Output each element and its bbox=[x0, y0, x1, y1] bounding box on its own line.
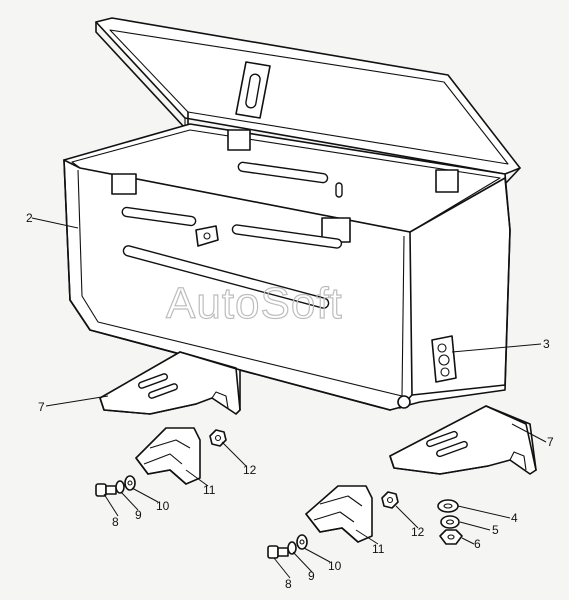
callout-9-left: 9 bbox=[135, 508, 142, 522]
bolt-set-left bbox=[95, 475, 136, 497]
side-latch bbox=[431, 335, 457, 383]
clamp-right bbox=[305, 485, 373, 543]
callout-3: 3 bbox=[543, 337, 550, 351]
washer-stack bbox=[437, 499, 463, 545]
battery-box bbox=[63, 17, 521, 411]
callout-7-left: 7 bbox=[38, 400, 45, 414]
lid-hasp bbox=[235, 61, 271, 119]
callout-labels: 2 3 7 7 12 11 8 9 10 12 11 8 9 10 4 5 6 bbox=[26, 211, 554, 591]
callout-12-left: 12 bbox=[243, 463, 257, 477]
clamp-left bbox=[135, 427, 201, 485]
box-lid bbox=[95, 17, 521, 185]
callout-8-right: 8 bbox=[285, 577, 292, 591]
callout-10-left: 10 bbox=[156, 499, 170, 513]
callout-7-right: 7 bbox=[547, 435, 554, 449]
leader-lines bbox=[31, 217, 547, 579]
callout-11-left: 11 bbox=[203, 483, 216, 497]
callout-4: 4 bbox=[511, 511, 518, 525]
callout-8-left: 8 bbox=[112, 515, 119, 529]
nut-right bbox=[381, 491, 399, 509]
callout-5: 5 bbox=[492, 523, 499, 537]
bolt-set-right bbox=[267, 534, 308, 559]
callout-2: 2 bbox=[26, 211, 33, 225]
support-bracket-left bbox=[99, 351, 241, 415]
watermark-text: AutoSoft bbox=[166, 279, 343, 328]
callout-9-right: 9 bbox=[308, 569, 315, 583]
callout-11-right: 11 bbox=[372, 542, 385, 556]
support-bracket-right bbox=[389, 405, 537, 475]
callout-6: 6 bbox=[474, 537, 481, 551]
callout-10-right: 10 bbox=[328, 559, 342, 573]
callout-12-right: 12 bbox=[411, 525, 425, 539]
